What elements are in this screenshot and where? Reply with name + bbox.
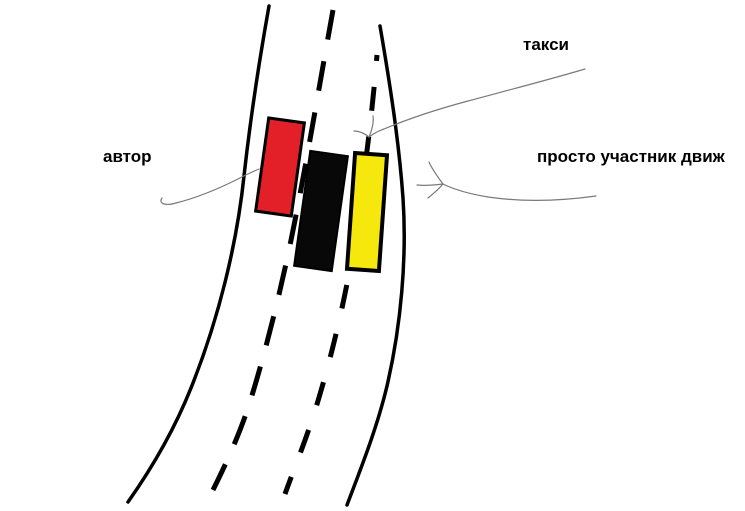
leader-line-participant-fork-mid (416, 183, 444, 187)
cars (253, 116, 390, 274)
participant-label: просто участник движ (537, 147, 725, 166)
leader-line-participant-fork-down (427, 183, 444, 199)
leader-line-taxi-fork-side (353, 130, 370, 138)
lane-dividers (210, 9, 380, 495)
lane-divider-right-dashed (282, 54, 380, 495)
road-left-edge (126, 4, 271, 504)
leader-line-participant (442, 183, 597, 201)
leader-lines (160, 68, 597, 205)
taxi-label: такси (523, 35, 569, 54)
road-edges (126, 4, 406, 507)
leader-line-author (160, 168, 260, 205)
taxi-car (292, 149, 350, 273)
leader-line-participant-fork-up (428, 161, 444, 185)
leader-line-taxi-fork-up (368, 115, 374, 138)
lane-divider-left-dashed (210, 9, 336, 492)
author-label: автор (103, 147, 152, 166)
participant-car (344, 150, 390, 274)
author-car (253, 116, 307, 218)
road-right-edge (345, 24, 406, 507)
leader-line-taxi (368, 68, 586, 138)
